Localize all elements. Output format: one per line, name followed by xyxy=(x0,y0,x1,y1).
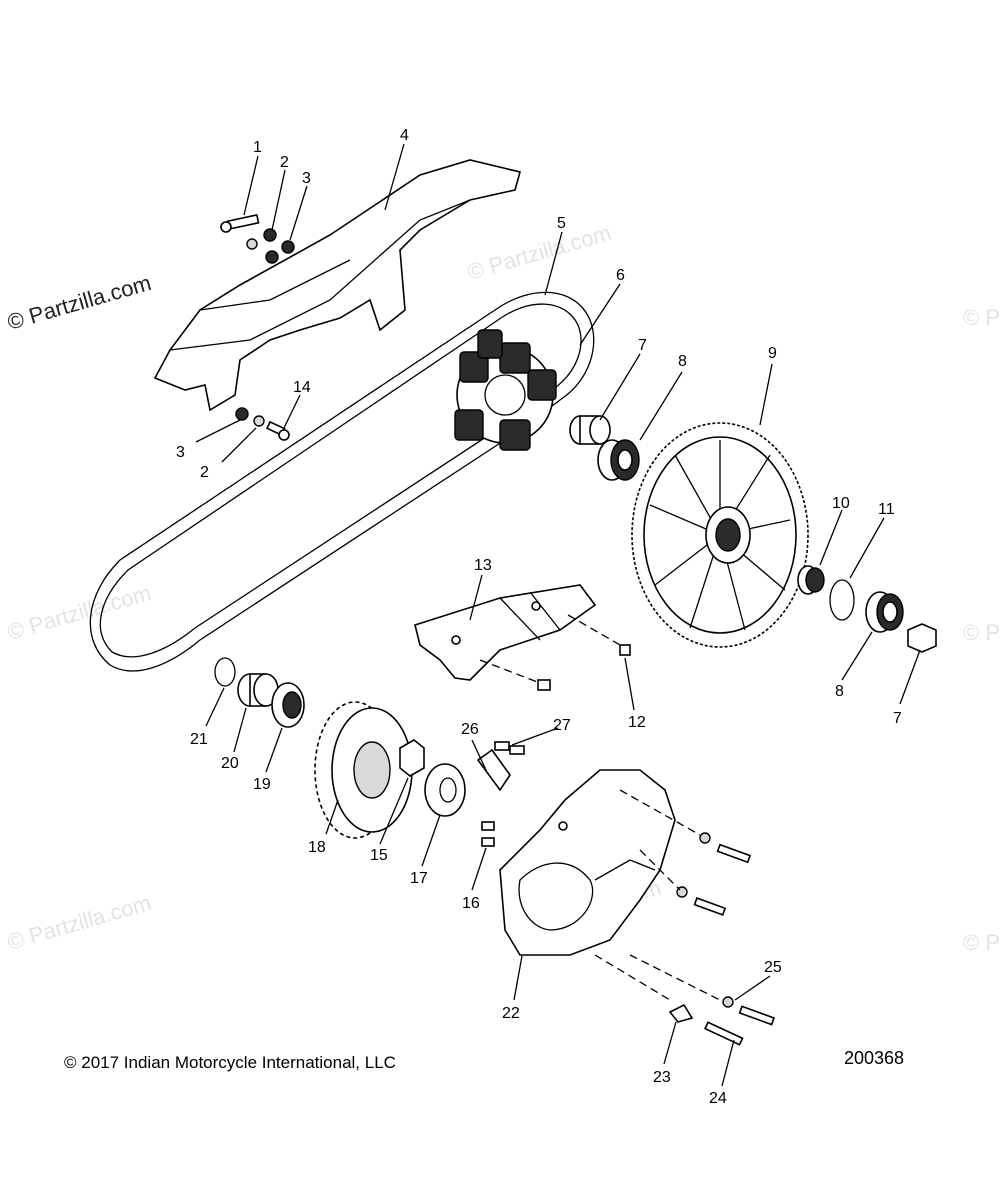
callout-14: 14 xyxy=(293,379,311,396)
callout-2: 2 xyxy=(280,154,289,171)
watermark-faint-partial: © P xyxy=(963,620,1000,645)
callout-26: 26 xyxy=(461,721,479,738)
callout-25: 25 xyxy=(764,959,782,976)
callout-3-lower: 3 xyxy=(176,444,185,461)
callout-19: 19 xyxy=(253,776,271,793)
callout-16: 16 xyxy=(462,895,480,912)
callout-23: 23 xyxy=(653,1069,671,1086)
drive-belt xyxy=(89,291,595,672)
callout-10: 10 xyxy=(832,495,850,512)
callout-17: 17 xyxy=(410,870,428,887)
watermark-faint-partial: © P xyxy=(963,305,1000,330)
callout-15: 15 xyxy=(370,847,388,864)
callout-12: 12 xyxy=(628,714,646,731)
outer-drive-cover xyxy=(499,769,676,956)
callout-7-right: 7 xyxy=(893,710,902,727)
callout-1: 1 xyxy=(253,139,262,156)
guard-screws xyxy=(537,644,631,691)
callout-18: 18 xyxy=(308,839,326,856)
callout-2-lower: 2 xyxy=(200,464,209,481)
rear-pulley xyxy=(631,422,809,648)
callout-24: 24 xyxy=(709,1090,727,1107)
callout-8: 8 xyxy=(678,353,687,370)
callout-13: 13 xyxy=(474,557,492,574)
cover-hardware xyxy=(668,832,776,1046)
callout-3: 3 xyxy=(302,170,311,187)
watermark-faint: © Partzilla.com xyxy=(464,220,613,285)
callout-20: 20 xyxy=(221,755,239,772)
callout-11: 11 xyxy=(878,501,895,518)
callout-4: 4 xyxy=(400,127,409,144)
lower-belt-guard xyxy=(414,584,597,681)
callout-9: 9 xyxy=(768,345,777,362)
callout-21: 21 xyxy=(190,731,208,748)
watermark-faint: © Partzilla.com xyxy=(4,580,153,645)
callout-27: 27 xyxy=(553,717,571,734)
copyright-notice: © 2017 Indian Motorcycle International, … xyxy=(64,1053,396,1072)
leader-lines xyxy=(195,143,921,1087)
front-drive-parts xyxy=(214,657,495,847)
guard-hardware xyxy=(235,407,290,441)
callout-22: 22 xyxy=(502,1005,520,1022)
diagram-number: 200368 xyxy=(844,1048,905,1068)
upper-hardware xyxy=(220,214,295,264)
watermark-faint-partial: © P xyxy=(963,930,1000,955)
callout-6: 6 xyxy=(616,267,625,284)
bracket-and-screws xyxy=(476,741,525,792)
callout-labels: 1 2 3 4 5 6 7 8 9 10 11 3 2 14 13 12 8 7… xyxy=(176,127,902,1107)
callout-5: 5 xyxy=(557,215,566,232)
callout-7: 7 xyxy=(638,337,647,354)
wheel-side-bearings xyxy=(569,415,640,481)
upper-belt-guard xyxy=(153,159,521,412)
cush-drive xyxy=(454,329,557,451)
axle-side-parts xyxy=(797,565,937,653)
callout-8-right: 8 xyxy=(835,683,844,700)
watermark-main: © Partzilla.com xyxy=(4,270,153,335)
alignment-lines xyxy=(479,614,721,1001)
watermark-faint: © Partzilla.com xyxy=(4,890,153,955)
